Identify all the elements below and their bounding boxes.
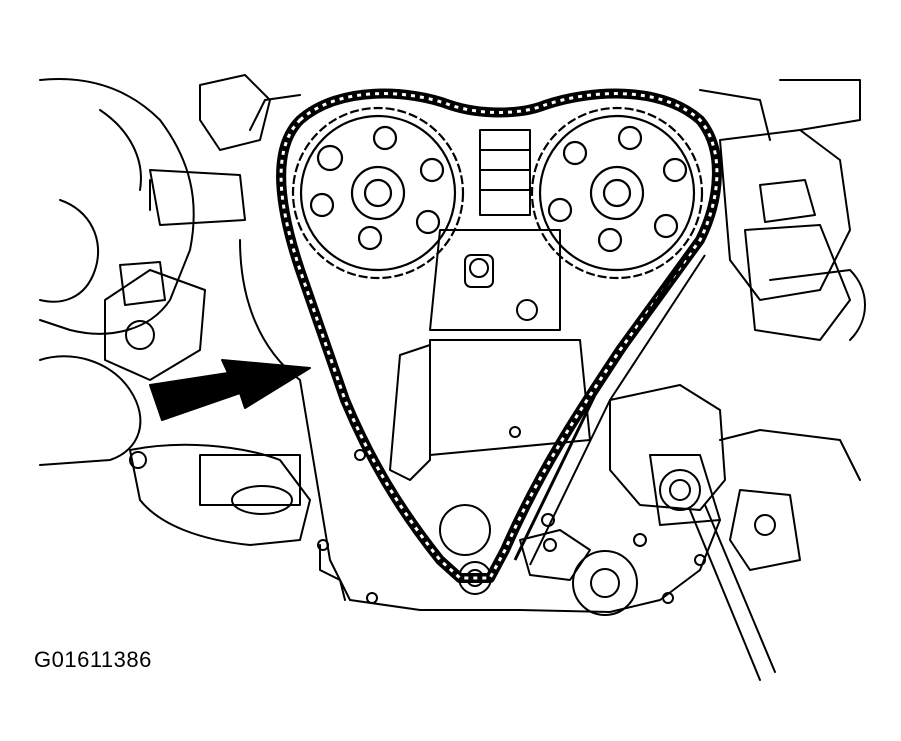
engine-block-outline	[39, 74, 866, 681]
left-cam-sprocket	[291, 106, 465, 280]
right-cam-sprocket	[530, 106, 704, 280]
figure-code: G01611386	[34, 647, 152, 672]
arrow-right-icon	[149, 359, 311, 421]
timing-chain	[276, 88, 722, 583]
